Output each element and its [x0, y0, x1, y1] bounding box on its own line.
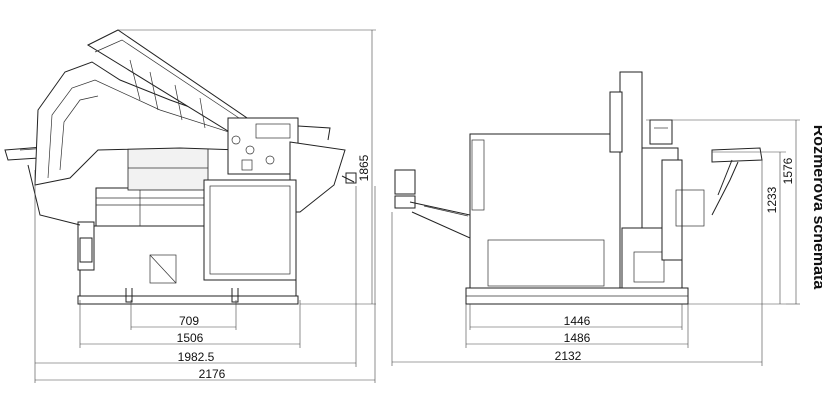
- dim-709-label: 709: [179, 314, 199, 328]
- diagram-title: Rozměrová schémata: [810, 125, 822, 290]
- dim-1982-5-label: 1982.5: [178, 350, 215, 364]
- dim-2176-label: 2176: [199, 367, 226, 381]
- dim-1446-label: 1446: [564, 314, 591, 328]
- dim-1576-label: 1576: [781, 157, 795, 184]
- dim-1865-label: 1865: [357, 154, 371, 181]
- dim-1486-label: 1486: [564, 331, 591, 345]
- dim-2132-label: 2132: [555, 349, 582, 363]
- front-view-dimensions: 709 1506 1982.5 2176 1865: [34, 29, 376, 383]
- front-view-machine: [4, 29, 357, 305]
- dim-1233-label: 1233: [765, 186, 779, 213]
- side-view-dimensions: 1446 1486 2132 1233 1576: [391, 119, 800, 366]
- dim-1506-label: 1506: [177, 331, 204, 345]
- side-view-machine: [394, 71, 763, 305]
